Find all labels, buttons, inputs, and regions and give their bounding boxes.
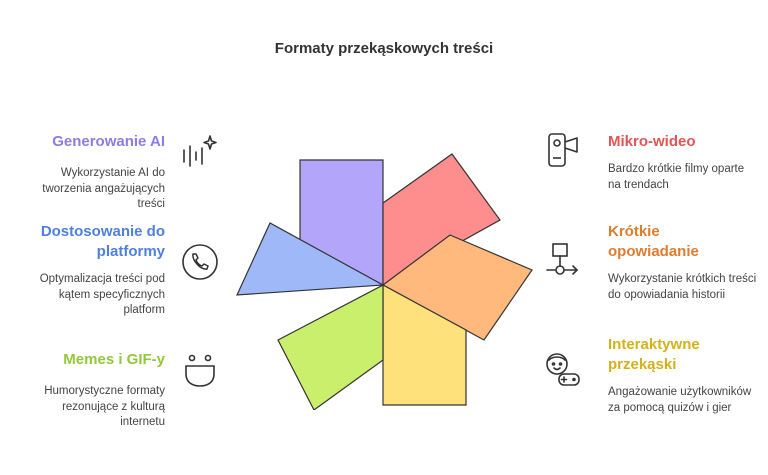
petal-blue: [236, 222, 386, 296]
page-title: Formaty przekąskowych treści: [274, 40, 494, 57]
item-description: Optymalizacja treści pod kątem specyficz…: [39, 273, 165, 316]
smiley-icon: [185, 354, 215, 387]
item-description: Bardzo krótkie filmy oparte na trendach: [608, 163, 745, 191]
item-krotkie-opowiadanie: Krótkie opowiadanie Wykorzystanie krótki…: [608, 222, 758, 303]
item-mikro-wideo: Mikro-wideo Bardzo krótkie filmy oparte …: [608, 132, 758, 193]
item-heading: Generowanie AI: [52, 133, 165, 150]
item-heading: Mikro-wideo: [608, 133, 696, 150]
ai-sparkle-icon: [183, 135, 217, 167]
item-description: Humorystyczne formaty rezonujące z kultu…: [44, 385, 165, 428]
phone-icon: [182, 244, 218, 280]
item-interaktywne: Interaktywne przekąski Angażowanie użytk…: [608, 335, 758, 416]
item-heading: Krótkie opowiadanie: [608, 223, 699, 260]
item-description: Wykorzystanie AI do tworzenia angażujący…: [42, 167, 165, 210]
flowchart-icon: [546, 243, 579, 275]
gamer-icon: [546, 353, 580, 386]
item-heading: Dostosowanie do platformy: [40, 223, 165, 260]
video-camera-icon: [548, 133, 578, 167]
item-dostosowanie: Dostosowanie do platformy Optymalizacja …: [20, 222, 165, 319]
petal-yellow: [382, 283, 467, 406]
petal-green: [277, 284, 384, 410]
item-heading: Interaktywne przekąski: [608, 336, 700, 373]
item-description: Angażowanie użytkowników za pomocą quizó…: [608, 386, 752, 414]
petal-diagram: [236, 153, 533, 410]
item-generowanie-ai: Generowanie AI Wykorzystanie AI do tworz…: [20, 132, 165, 213]
item-memes: Memes i GIF-y Humorystyczne formaty rezo…: [20, 350, 165, 431]
item-description: Wykorzystanie krótkich treści do opowiad…: [608, 273, 757, 301]
item-heading: Memes i GIF-y: [63, 351, 165, 368]
petal-red: [382, 153, 501, 287]
